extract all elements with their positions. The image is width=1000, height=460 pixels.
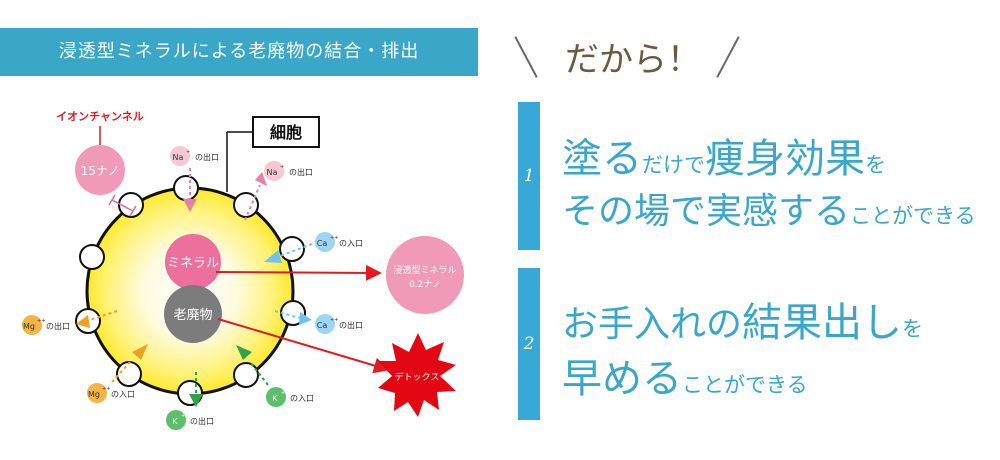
cell-label: 細胞 — [270, 123, 302, 142]
ion-channel — [233, 192, 259, 218]
na-charge-2: + — [280, 164, 284, 170]
mineral-label: ミネラル — [167, 256, 219, 271]
ca-ion-2 — [315, 314, 335, 334]
ion-channel — [233, 362, 259, 388]
benefit-text: だけで — [642, 153, 705, 177]
na-arrow-2 — [255, 172, 267, 186]
pore-size-bracket — [108, 194, 137, 217]
benefit-text: 早める — [562, 356, 682, 402]
ca-exit-label: の出口 — [339, 320, 363, 330]
mg-ion — [22, 315, 42, 335]
ion-channel — [116, 361, 142, 387]
benefit-1-line-1: 塗るだけで痩身効果を — [562, 126, 886, 184]
benefit-1-line-2: その場で実感することができる — [562, 182, 976, 234]
ca-symbol-2: Ca — [317, 321, 328, 330]
penetrating-mineral-label: 浸透型ミネラル — [393, 265, 456, 276]
mg-arrow — [76, 315, 90, 328]
detox-label: デトックス — [395, 371, 440, 383]
k-ion-2 — [266, 387, 286, 407]
ca-charge: ++ — [330, 235, 338, 241]
benefit-text: ことができる — [850, 204, 976, 228]
waste-label: 老廃物 — [173, 307, 212, 323]
pore-size-label: 15ナノ — [81, 164, 120, 178]
benefit-2-line-1: お手入れの結果出しを — [562, 290, 923, 348]
slash-right-decoration — [716, 36, 740, 78]
benefit-text: 結果出し — [742, 300, 903, 346]
mg-charge-2: ++ — [102, 386, 110, 392]
k-symbol: K — [172, 417, 178, 426]
ca-ion — [315, 232, 335, 252]
cell-label-box — [252, 116, 320, 148]
ca-arrow — [264, 250, 282, 263]
slash-left-decoration — [514, 36, 538, 78]
k-symbol-2: K — [272, 394, 278, 403]
benefit-text: ことができる — [682, 373, 808, 397]
mg-exit-label: の出口 — [46, 321, 70, 331]
na-exit-label: の出口 — [195, 152, 219, 162]
benefit-text: 痩身効果 — [705, 136, 865, 182]
cell-diagram: イオンチャンネル 15ナノ 細胞 ミネラル 老廃物 浸透型ミネラル 0.2ナノ … — [22, 110, 464, 430]
penetrating-mineral-size: 0.2ナノ — [409, 279, 441, 290]
section-banner: 浸透型ミネラルによる老廃物の結合・排出 — [0, 28, 478, 76]
benefit-1-number: 1 — [518, 102, 540, 250]
na-ion — [170, 146, 190, 166]
k-arrow — [189, 394, 203, 407]
k-arrow-2 — [236, 345, 252, 360]
k-charge-2: + — [281, 390, 285, 396]
benefit-2-line-2: 早めることができる — [562, 346, 808, 404]
benefit-text: 塗る — [562, 136, 642, 182]
mg-symbol: Mg — [23, 322, 35, 331]
ion-channel — [79, 244, 105, 270]
na-symbol-2: Na — [267, 168, 278, 177]
na-symbol: Na — [173, 153, 184, 162]
k-exit-label: の出口 — [190, 416, 214, 426]
benefit-text: を — [902, 317, 924, 341]
mineral-ball — [165, 234, 221, 290]
mineral-outflow-arrow — [215, 264, 382, 281]
ion-channel — [118, 192, 144, 218]
waste-outflow-arrow — [217, 318, 390, 374]
na-arrow — [183, 199, 197, 212]
na-charge: + — [186, 149, 190, 155]
ion-channel-label: イオンチャンネル — [56, 110, 144, 123]
ca-arrow-2 — [299, 312, 312, 325]
na-exit-label-2: の出口 — [289, 167, 313, 177]
ion-channel — [173, 175, 199, 201]
ca-charge-2: ++ — [330, 317, 338, 323]
mg-symbol-2: Mg — [88, 390, 100, 399]
mg-arrow-2 — [132, 344, 148, 360]
pore-size-bubble — [75, 145, 125, 195]
waste-ball — [164, 285, 222, 343]
tagline: だから！ — [565, 40, 701, 80]
k-charge: + — [181, 413, 185, 419]
mg-charge: ++ — [37, 318, 45, 324]
mg-ion-2 — [87, 383, 107, 403]
ion-channel — [279, 236, 305, 262]
na-ion-2 — [264, 161, 284, 181]
penetrating-mineral-bubble — [386, 236, 464, 314]
benefit-text: その場で実感する — [562, 191, 851, 232]
benefit-text: を — [865, 153, 886, 177]
detox-burst — [378, 333, 456, 417]
k-ion — [166, 410, 186, 430]
mg-entry-label: の入口 — [111, 390, 135, 399]
ca-symbol: Ca — [317, 239, 328, 248]
benefit-2-number: 2 — [518, 268, 540, 420]
ca-entry-label: の入口 — [339, 239, 363, 248]
k-entry-label: の入口 — [290, 394, 314, 403]
benefit-text: お手入れの — [562, 304, 743, 345]
